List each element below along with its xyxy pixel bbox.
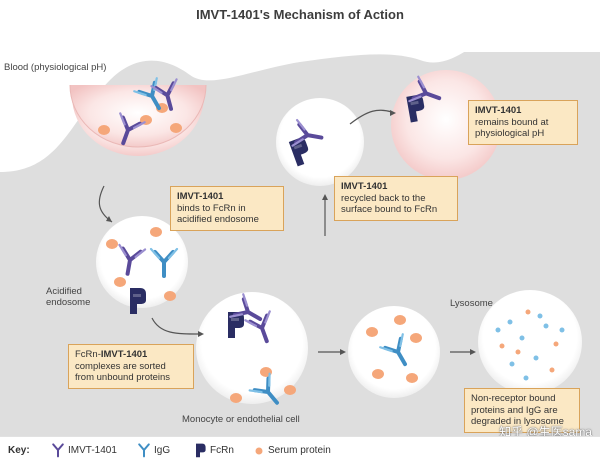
key-label-serum: Serum protein (268, 445, 331, 456)
sorted-callout-text: complexes are sorted from unbound protei… (75, 360, 171, 384)
sorted-callout-prefix: FcRn- (75, 349, 101, 360)
arrow-endosome-to-sorting (151, 317, 201, 335)
degraded-callout-text: Non-receptor bound proteins and IgG are … (471, 393, 564, 427)
key-title: Key: (8, 445, 30, 456)
key-label-igg: IgG (154, 445, 171, 456)
recycled-callout-drug: IMVT-1401 (341, 181, 388, 192)
igg-icon (138, 443, 150, 458)
remains-callout: IMVT-1401 remains bound at physiological… (468, 100, 578, 145)
key-label-imvt: IMVT-1401 (68, 445, 117, 456)
degraded-lysosome (478, 290, 582, 394)
sorted-callout-drug: IMVT-1401 (100, 349, 148, 360)
blood-label: Blood (physiological pH) (4, 62, 107, 73)
remains-callout-drug: IMVT-1401 (475, 105, 522, 116)
lysosome-label: Lysosome (450, 298, 493, 309)
binds-callout-drug: IMVT-1401 (177, 191, 224, 202)
cell-label: Monocyte or endothelial cell (182, 414, 300, 425)
binds-callout: IMVT-1401 binds to FcRn in acidified end… (170, 186, 284, 231)
binds-callout-text: binds to FcRn in acidified endosome (177, 202, 259, 226)
page-title: IMVT-1401's Mechanism of Action (196, 7, 404, 22)
sorting-endosome (196, 292, 308, 404)
remains-callout-text: remains bound at physiological pH (475, 116, 549, 140)
arrow-recycling-to-surface (349, 109, 393, 125)
serum-proteins (98, 103, 422, 403)
watermark: 知乎 @生医sama (499, 425, 592, 439)
degraded-callout: Non-receptor bound proteins and IgG are … (464, 388, 580, 433)
sorted-callout: FcRn-IMVT-1401 complexes are sorted from… (68, 344, 194, 389)
imvt-1401-icon (52, 443, 64, 458)
fcrn-icon (196, 443, 206, 458)
recycled-callout: IMVT-1401 recycled back to the surface b… (334, 176, 458, 221)
recycled-callout-text: recycled back to the surface bound to Fc… (341, 192, 438, 216)
serum-protein-icon (255, 447, 263, 455)
key-label-fcrn: FcRn (210, 445, 234, 456)
acidified-endosome-label: Acidified endosome (46, 286, 91, 308)
degraded-fragments (495, 309, 565, 381)
key-legend: Key: IMVT-1401 IgG FcRn Serum protein (0, 436, 600, 462)
